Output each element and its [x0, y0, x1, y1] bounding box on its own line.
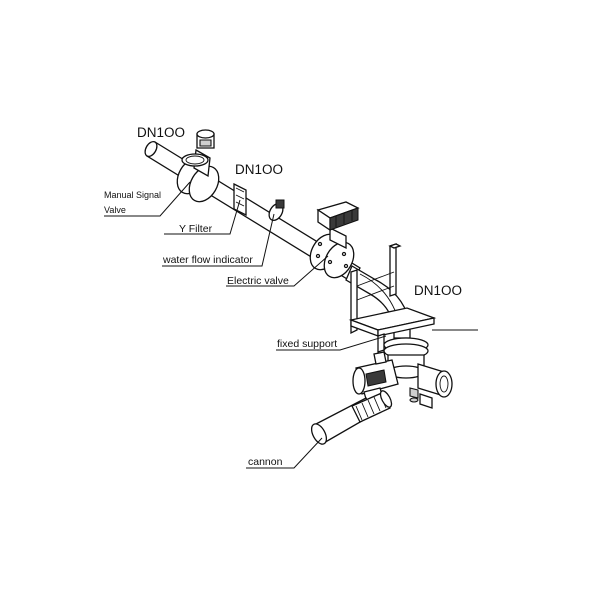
label-fixed-support: fixed support — [277, 338, 337, 350]
label-electric-valve: Electric valve — [227, 275, 289, 287]
label-manual-signal-line2: Valve — [104, 205, 126, 215]
label-water-flow-indicator: water flow indicator — [162, 254, 253, 266]
electric-valve — [309, 201, 360, 279]
label-dn-right: DN1OO — [414, 283, 462, 298]
cannon-nozzle — [310, 390, 393, 445]
y-filter — [233, 182, 247, 217]
lower-flange-assembly — [383, 337, 453, 409]
manual-signal-valve — [176, 129, 220, 203]
label-cannon: cannon — [248, 456, 283, 468]
label-dn-middle: DN1OO — [235, 162, 283, 177]
label-manual-signal-line1: Manual Signal — [104, 190, 161, 200]
leader-lines — [104, 181, 478, 469]
label-dn-top-left: DN1OO — [137, 125, 185, 140]
labels: DN1OO DN1OO DN1OO Manual Signal Valve Y … — [104, 125, 462, 468]
water-flow-indicator — [268, 199, 285, 222]
cannon-valve-body — [352, 351, 399, 407]
label-y-filter: Y Filter — [179, 223, 213, 235]
